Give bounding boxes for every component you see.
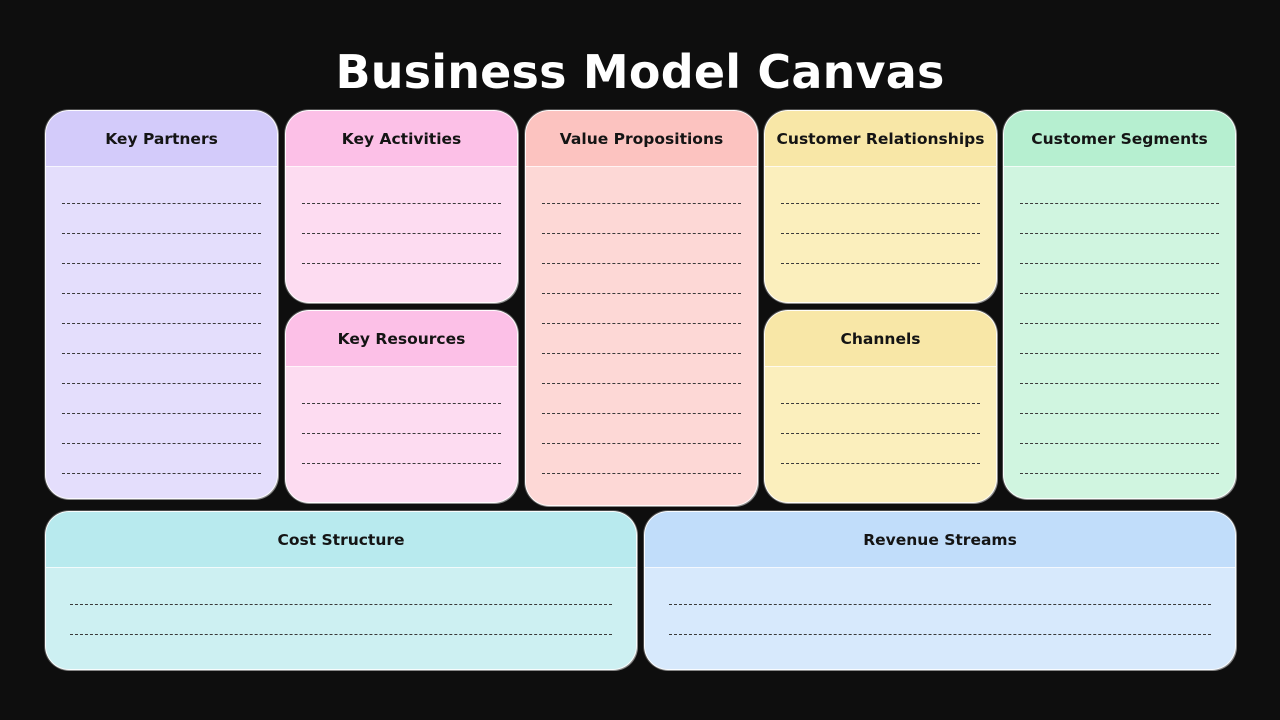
customer-relationships-block[interactable]: Customer Relationships <box>764 110 997 303</box>
writing-line <box>781 233 980 234</box>
writing-line <box>1020 413 1219 414</box>
customer-segments-block[interactable]: Customer Segments <box>1003 110 1236 499</box>
writing-line <box>542 293 741 294</box>
writing-line <box>781 433 980 434</box>
writing-line <box>1020 383 1219 384</box>
writing-line <box>542 263 741 264</box>
writing-line <box>62 473 261 474</box>
writing-line <box>542 323 741 324</box>
writing-line <box>669 604 1211 605</box>
revenue-streams-block[interactable]: Revenue Streams <box>644 511 1236 670</box>
writing-line <box>62 383 261 384</box>
key-resources-header: Key Resources <box>286 311 517 367</box>
key-resources-block[interactable]: Key Resources <box>285 310 518 503</box>
writing-line <box>542 443 741 444</box>
writing-line <box>542 473 741 474</box>
writing-line <box>1020 263 1219 264</box>
writing-line <box>62 293 261 294</box>
writing-line <box>302 463 501 464</box>
cost-structure-lines <box>70 568 612 669</box>
writing-line <box>302 233 501 234</box>
writing-line <box>542 353 741 354</box>
writing-line <box>62 263 261 264</box>
writing-line <box>1020 203 1219 204</box>
key-activities-header: Key Activities <box>286 111 517 167</box>
revenue-streams-lines <box>669 568 1211 669</box>
key-resources-lines <box>302 367 501 502</box>
writing-line <box>1020 233 1219 234</box>
writing-line <box>62 443 261 444</box>
writing-line <box>781 203 980 204</box>
writing-line <box>70 634 612 635</box>
writing-line <box>781 263 980 264</box>
writing-line <box>62 203 261 204</box>
writing-line <box>302 403 501 404</box>
key-partners-lines <box>62 167 261 498</box>
revenue-streams-header: Revenue Streams <box>645 512 1235 568</box>
writing-line <box>1020 353 1219 354</box>
writing-line <box>1020 323 1219 324</box>
writing-line <box>542 233 741 234</box>
cost-structure-block[interactable]: Cost Structure <box>45 511 637 670</box>
key-activities-block[interactable]: Key Activities <box>285 110 518 303</box>
writing-line <box>1020 443 1219 444</box>
writing-line <box>542 203 741 204</box>
writing-line <box>70 604 612 605</box>
channels-lines <box>781 367 980 502</box>
writing-line <box>302 203 501 204</box>
writing-line <box>62 233 261 234</box>
key-partners-block[interactable]: Key Partners <box>45 110 278 499</box>
writing-line <box>781 403 980 404</box>
writing-line <box>1020 473 1219 474</box>
page-title: Business Model Canvas <box>335 45 945 99</box>
writing-line <box>62 413 261 414</box>
customer-segments-lines <box>1020 167 1219 498</box>
value-propositions-lines <box>542 167 741 505</box>
writing-line <box>62 323 261 324</box>
value-propositions-block[interactable]: Value Propositions <box>525 110 758 506</box>
writing-line <box>542 413 741 414</box>
writing-line <box>542 383 741 384</box>
key-partners-header: Key Partners <box>46 111 277 167</box>
customer-relationships-lines <box>781 167 980 302</box>
channels-block[interactable]: Channels <box>764 310 997 503</box>
customer-relationships-header: Customer Relationships <box>765 111 996 167</box>
value-propositions-header: Value Propositions <box>526 111 757 167</box>
writing-line <box>781 463 980 464</box>
writing-line <box>669 634 1211 635</box>
customer-segments-header: Customer Segments <box>1004 111 1235 167</box>
key-activities-lines <box>302 167 501 302</box>
writing-line <box>1020 293 1219 294</box>
writing-line <box>302 263 501 264</box>
writing-line <box>62 353 261 354</box>
cost-structure-header: Cost Structure <box>46 512 636 568</box>
writing-line <box>302 433 501 434</box>
channels-header: Channels <box>765 311 996 367</box>
